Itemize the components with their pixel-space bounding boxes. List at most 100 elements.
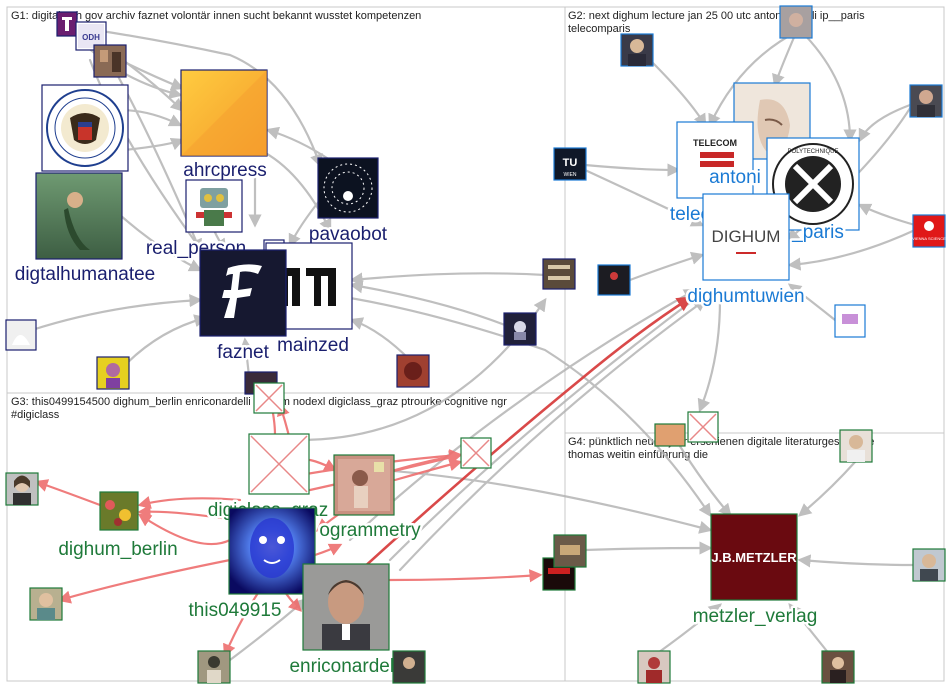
edge [118,213,203,272]
node-ip-paris[interactable]: POLYTECHNIQUE [766,137,860,231]
node-label-antoni: antoni [709,167,761,188]
edge [348,296,693,582]
wien-logo-text: WIEN [563,172,576,178]
edge [583,168,705,227]
edge [30,293,203,332]
edge [628,251,705,282]
node-broken-image-small[interactable] [253,382,285,414]
edge [787,228,917,271]
node-person-g4-bottom-right[interactable] [821,650,855,684]
node-small-white-g1[interactable] [5,319,37,351]
node-person-g4-bottom-left[interactable] [637,650,671,684]
node-label-mainzed: mainzed [277,335,349,356]
edge [137,504,237,522]
nodes-g2: TU WIEN TELECOM antoni POLYTECHNIQUE tel… [553,5,946,338]
telecom-logo-text: TELECOM [693,138,737,148]
edge [772,33,797,88]
node-pavaobot[interactable] [317,157,379,219]
node-desk-g3[interactable] [553,534,587,568]
node-label-pavaobot: pavaobot [309,224,388,245]
edge [583,163,681,177]
node-bookshelf[interactable] [542,258,576,290]
edge [583,541,713,555]
node-telecom[interactable]: TELECOM [676,121,754,199]
group-title-g1: G1: digital neh gov archiv faznet volont… [11,10,421,22]
node-person-g3-bottom2[interactable] [392,650,426,684]
node-this0499[interactable] [228,507,316,595]
node-broken-image-g4[interactable] [687,411,719,443]
node-faznet[interactable] [199,249,287,337]
edge [648,58,707,128]
metzler-logo-text: J.B.METZLER [711,550,797,565]
vienna-science-logo-text: VIENNA SCIENCE [912,236,946,241]
node-orange-g4[interactable] [654,423,686,447]
node-person-g2-top2[interactable] [779,5,813,39]
node-tu-wien[interactable]: TU WIEN [553,147,587,181]
edge [393,458,463,482]
node-neh-small[interactable] [56,11,78,37]
node-person-g3-left[interactable] [5,472,39,506]
edge [797,460,857,517]
group-title-g2: G2: next dighum lecture jan 25 00 utc an… [568,10,868,35]
edge [857,203,917,227]
edge [858,103,912,143]
nodes-g4: J.B.METZLER metzler_verlag [637,411,946,684]
node-person-g4-top[interactable] [839,429,873,463]
node-dighum[interactable]: DIGHUM [702,193,790,281]
edge [787,283,837,322]
node-digiclass-graz[interactable] [248,433,310,495]
odh-logo-text: ODH [82,33,100,42]
edge [313,543,343,557]
edge [123,137,185,152]
edge [137,513,232,546]
node-digtalhumanatee[interactable] [35,172,123,260]
edge [697,298,722,413]
node-label-faznet: faznet [217,342,269,363]
edges-red [34,395,543,658]
polytechnique-logo-text: POLYTECHNIQUE [788,149,839,155]
node-astronaut[interactable] [503,312,537,346]
nodes-g1: ODH ahrcpress pavaobot [5,11,576,395]
edge [388,293,703,562]
edge [288,198,322,248]
node-yellow-person[interactable] [96,356,130,390]
node-neh-seal[interactable] [41,84,129,172]
node-odh-photo[interactable] [93,44,127,78]
node-person-g3-bottom-left[interactable] [29,587,63,621]
node-vienna-science[interactable]: VIENNA SCIENCE [912,214,946,248]
edge [349,280,507,327]
dighum-logo-text: DIGHUM [712,227,781,246]
edge [349,317,412,362]
node-purple-logo[interactable] [834,304,866,338]
edge [34,479,102,507]
node-label-metzler-verlag: metzler_verlag [693,606,818,627]
nodes-g3: digiclass_graz ogrammetry dighum_berlin … [5,382,587,684]
node-broken-image-right[interactable] [460,437,492,469]
node-real-person[interactable] [185,179,243,233]
node-person-g4-right[interactable] [912,548,946,582]
node-label-ahrcpress: ahrcpress [183,160,266,181]
node-photogrammetry[interactable] [333,454,395,516]
edge [123,314,208,367]
edge [93,28,323,168]
edge [798,28,857,143]
node-dighum-berlin[interactable] [99,491,139,531]
node-redbrown[interactable] [396,354,430,388]
tu-logo-text: TU [563,157,578,169]
node-label-paris: _paris [791,222,844,243]
node-dark-red-g3[interactable] [542,557,576,591]
node-metzler[interactable]: J.B.METZLER [710,513,798,601]
node-enriconardelli[interactable] [302,563,390,651]
node-person-g2-top[interactable] [620,33,654,67]
node-ahrcpress[interactable] [180,69,268,157]
edge [393,450,463,472]
node-label-this0499: this049915 [189,600,282,621]
node-person-g3-bottom[interactable] [197,650,231,684]
node-dark-g2[interactable] [597,264,631,296]
node-label-enriconardelli: enriconardelli [289,656,402,677]
node-odh[interactable]: ODH [75,21,107,51]
node-person-g2-right[interactable] [909,84,943,118]
edge [788,602,832,657]
edge [797,554,917,568]
